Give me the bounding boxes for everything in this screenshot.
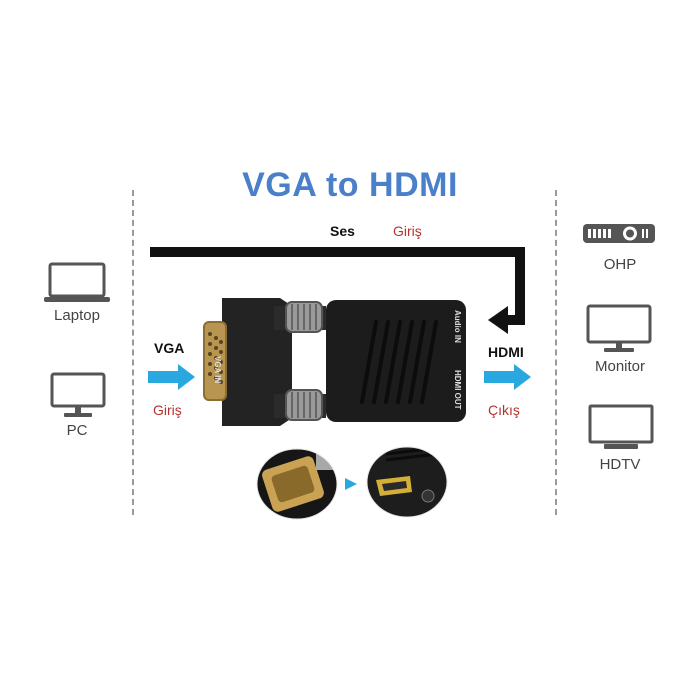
left-divider [132,190,134,515]
source-label-pc: PC [66,422,88,439]
projector-icon [583,224,655,243]
vga-connector-photo [256,448,338,520]
input-port-label: VGA [154,340,185,356]
audio-direction: Giriş [393,223,422,239]
output-port-label: HDMI [488,344,524,360]
hdmi-port-photo [366,446,448,518]
target-label-ohp: OHP [603,256,637,273]
right-divider [555,190,557,515]
output-arrow-icon [484,364,531,390]
laptop-icon [44,262,110,302]
adapter-vga-in-text: VGA IN [213,356,222,384]
vga-hdmi-adapter [203,298,466,426]
page-title: VGA to HDMI [242,166,458,204]
adapter-audio-in-text: Audio IN [453,310,462,343]
source-label-laptop: Laptop [54,307,100,324]
input-arrow-icon [148,364,195,390]
output-direction: Çıkış [488,402,520,418]
target-label-hdtv: HDTV [599,456,641,473]
adapter-hdmi-out-text: HDMI OUT [453,370,462,410]
target-label-monitor: Monitor [594,358,646,375]
audio-label: Ses [330,223,355,239]
input-direction: Giriş [153,402,182,418]
tv-icon [588,404,654,449]
play-arrow-icon [345,478,357,490]
monitor-icon [50,372,106,417]
monitor-icon [586,304,652,352]
